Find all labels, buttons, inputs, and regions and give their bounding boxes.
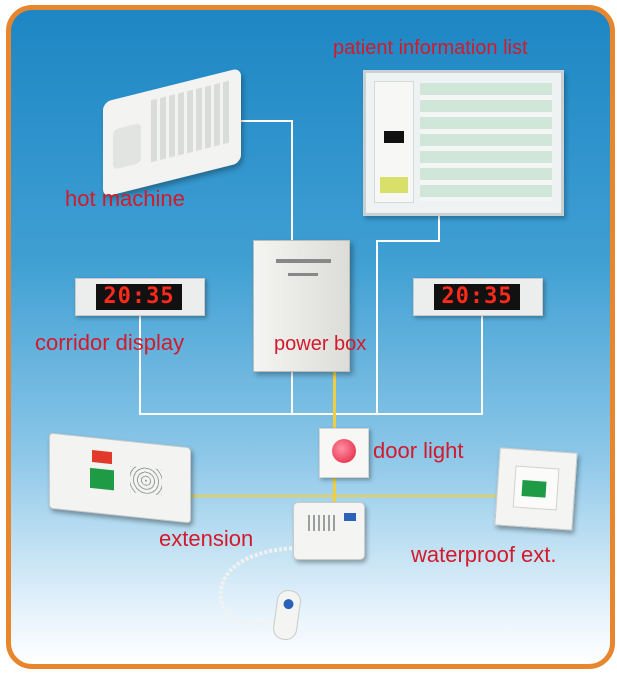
corridor-display-right: 20:35	[413, 278, 543, 316]
label-power-box: power box	[274, 333, 367, 355]
wire-segment	[181, 495, 511, 497]
label-corridor-display: corridor display	[35, 330, 185, 355]
time-readout-left: 20:35	[96, 284, 182, 310]
wire-segment	[376, 240, 378, 415]
wire-segment	[139, 413, 483, 415]
extension-unit	[293, 502, 365, 560]
door-light	[319, 428, 369, 478]
time-readout-right: 20:35	[434, 284, 520, 310]
wire-segment	[376, 240, 440, 242]
wire-segment	[438, 210, 440, 242]
corridor-display-left: 20:35	[75, 278, 205, 316]
label-door-light: door light	[373, 438, 464, 463]
wire-segment	[241, 120, 293, 122]
label-patient-info: patient information list	[333, 37, 528, 59]
label-hot-machine: hot machine	[65, 186, 185, 211]
diagram-frame: patient information list hot machine pow…	[6, 5, 615, 669]
label-extension: extension	[159, 526, 254, 551]
patient-info-board	[363, 70, 564, 216]
power-box	[253, 240, 350, 372]
waterproof-extension	[494, 447, 578, 531]
wire-segment	[481, 315, 483, 415]
label-waterproof-ext: waterproof ext.	[411, 542, 557, 567]
call-cord	[218, 546, 298, 626]
extension-panel	[49, 432, 191, 524]
hot-machine-console	[103, 67, 241, 198]
wire-segment	[139, 315, 141, 415]
